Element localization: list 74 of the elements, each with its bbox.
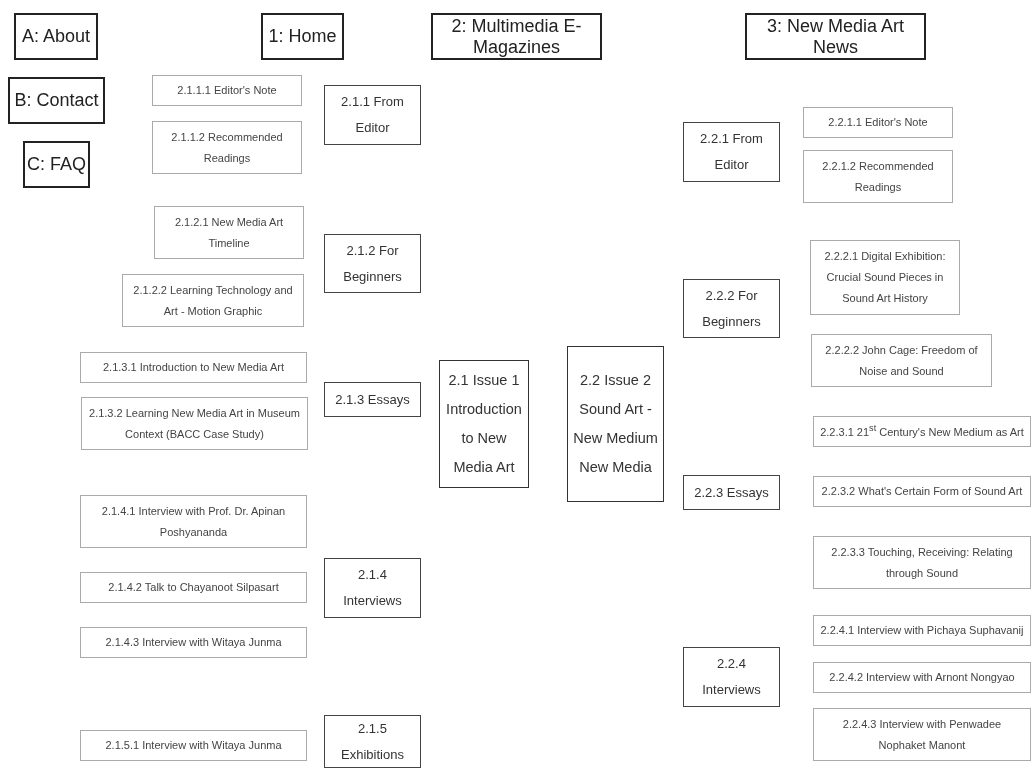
node-label: 3: New Media Art News xyxy=(765,15,906,58)
section-box xyxy=(324,234,421,293)
menu-box xyxy=(14,13,98,60)
node-label: 2.1.4.1 Interview with Prof. Dr. Apinan Poshyananda xyxy=(100,503,287,540)
section-box xyxy=(683,475,780,510)
node-label: 2.1.2.2 Learning Technology and Art - Motion Graphic xyxy=(132,282,294,319)
article-box xyxy=(80,627,307,658)
article-box xyxy=(810,240,960,315)
article-box xyxy=(813,615,1031,646)
article-box xyxy=(152,121,302,174)
section-box xyxy=(324,85,421,145)
article-box xyxy=(154,206,304,259)
node-label: 2.2.2 For Beginners xyxy=(701,286,762,331)
node-label: B: Contact xyxy=(14,90,99,111)
node-label: A: About xyxy=(21,26,91,47)
node-label: 2.2 Issue 2 Sound Art - New Medium New Media xyxy=(572,371,659,477)
node-label: 2.2.2.2 John Cage: Freedom of Noise and Sound xyxy=(824,342,979,379)
node-label: C: FAQ xyxy=(27,154,86,175)
article-box xyxy=(122,274,304,327)
node-label: 2.1 Issue 1 Introduction to New Media Art xyxy=(445,371,523,477)
menu-box xyxy=(261,13,344,60)
node-label: 2.1.1 From Editor xyxy=(340,93,405,137)
node-label: 2: Multimedia E-Magazines xyxy=(450,15,583,58)
node-label: 2.2.1.2 Recommended Readings xyxy=(821,158,935,195)
node-label: 2.1.3.1 Introduction to New Media Art xyxy=(103,360,284,376)
article-box xyxy=(803,107,953,138)
article-box xyxy=(80,730,307,761)
node-label: 2.2.4.2 Interview with Arnont Nongyao xyxy=(829,670,1015,686)
node-label: 2.1.2 For Beginners xyxy=(342,241,403,286)
section-box xyxy=(324,382,421,417)
article-box xyxy=(813,662,1031,693)
node-label: 2.2.4 Interviews xyxy=(701,655,762,699)
section-box xyxy=(324,558,421,618)
article-box xyxy=(803,150,953,203)
node-label: 2.1.5 Exhibitions xyxy=(340,719,405,764)
node-label: 1: Home xyxy=(268,26,337,47)
node-label: 2.2.1 From Editor xyxy=(699,130,764,174)
article-box xyxy=(813,476,1031,507)
node-label: 2.1.4.2 Talk to Chayanoot Silpasart xyxy=(108,580,279,596)
menu-box xyxy=(431,13,602,60)
node-label: 2.2.1.1 Editor's Note xyxy=(828,115,928,131)
node-label: 2.2.3.2 What's Certain Form of Sound Art xyxy=(821,484,1023,500)
article-box xyxy=(80,495,307,548)
menu-box xyxy=(23,141,90,188)
section-box xyxy=(683,122,780,182)
section-box xyxy=(324,715,421,768)
node-label: 2.1.1.2 Recommended Readings xyxy=(170,129,284,166)
article-box xyxy=(152,75,302,106)
article-box xyxy=(811,334,992,387)
node-label: 2.1.4 Interviews xyxy=(342,566,403,610)
node-label: 2.2.3 Essays xyxy=(694,483,769,502)
menu-box xyxy=(8,77,105,124)
node-label: 2.1.3 Essays xyxy=(335,390,410,409)
node-label: 2.1.4.3 Interview with Witaya Junma xyxy=(105,635,282,651)
article-box xyxy=(813,536,1031,589)
node-label: 2.2.3.3 Touching, Receiving: Relating through Sound xyxy=(830,544,1014,581)
section-box xyxy=(567,346,664,502)
node-label: 2.2.2.1 Digital Exhibition: Crucial Sound Pieces in Sound Art History xyxy=(823,249,947,306)
article-box xyxy=(813,708,1031,761)
article-box xyxy=(813,416,1031,447)
article-box xyxy=(80,352,307,383)
node-label: 2.1.1.1 Editor's Note xyxy=(177,83,277,99)
node-label: 2.2.4.3 Interview with Penwadee Nophaket Manont xyxy=(841,716,1003,753)
article-box xyxy=(81,397,308,450)
section-box xyxy=(683,279,780,338)
section-box xyxy=(439,360,529,488)
node-label: 2.2.3.1 21$^{st}$ Century's New Medium as Art xyxy=(820,422,1024,440)
node-label: 2.1.3.2 Learning New Media Art in Museum Context (BACC Case Study) xyxy=(88,405,301,442)
section-box xyxy=(683,647,780,707)
node-label: 2.1.2.1 New Media Art Timeline xyxy=(173,214,285,251)
node-label: 2.1.5.1 Interview with Witaya Junma xyxy=(105,738,282,754)
menu-box xyxy=(745,13,926,60)
article-box xyxy=(80,572,307,603)
node-label: 2.2.4.1 Interview with Pichaya Suphavanij xyxy=(820,623,1024,639)
